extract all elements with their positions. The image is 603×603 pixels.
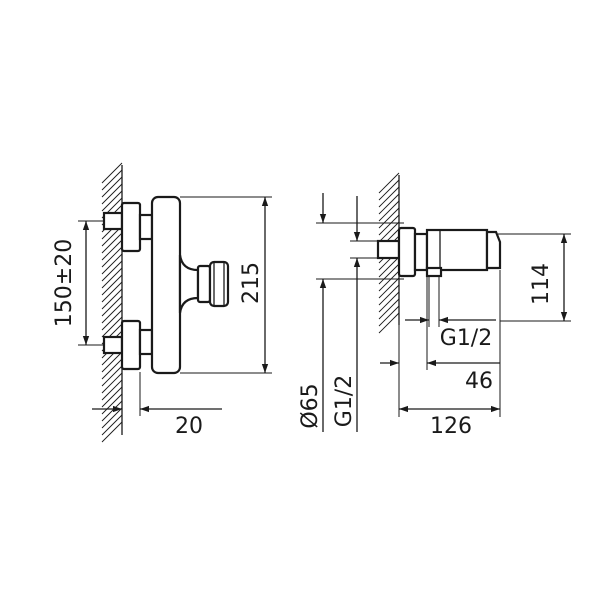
dimension-46: 46 [380, 270, 501, 417]
diameter-label: Ø65 [298, 383, 323, 428]
height-label: 215 [239, 262, 264, 304]
hatch-line [101, 400, 123, 422]
hatch-line [101, 386, 123, 408]
hatch-line [378, 193, 400, 215]
hatch-line [101, 253, 123, 275]
hatch-line [101, 190, 123, 212]
side-body [425, 228, 502, 278]
hatch-line [101, 295, 123, 317]
hatch-line [101, 414, 123, 436]
hatch-line [101, 267, 123, 289]
hatch-line [101, 246, 123, 268]
dimension-spacing: 150±20 [52, 220, 104, 346]
outlet-label: G1/2 [440, 326, 492, 351]
thread-left-label: G1/2 [332, 375, 357, 427]
hatch-line [101, 372, 123, 394]
hatch-line [101, 162, 123, 184]
hatch-line [378, 305, 400, 327]
hatch-line [101, 351, 123, 373]
hatch-line [378, 256, 400, 278]
hatch-line [378, 298, 400, 320]
hatch-line [101, 421, 123, 443]
mixer-body [150, 195, 230, 375]
hatch-line [378, 263, 400, 285]
side-view: Ø65 G1/2 114 G1/2 [298, 172, 571, 439]
hatch-line [101, 183, 123, 205]
hatch-line [378, 214, 400, 236]
hatch-line [101, 379, 123, 401]
dimension-thread-left: G1/2 [332, 196, 378, 432]
hatch-line [378, 186, 400, 208]
hatch-line [101, 176, 123, 198]
side-connector [376, 226, 429, 278]
hatch-line [378, 284, 400, 306]
hatch-line [378, 221, 400, 243]
hatch-line [101, 281, 123, 303]
dimension-diameter: Ø65 [298, 193, 404, 432]
hatch-line [101, 169, 123, 191]
spacing-label: 150±20 [52, 239, 77, 327]
hatch-line [101, 365, 123, 387]
depth-label: 20 [175, 414, 203, 439]
side-height-label: 114 [529, 263, 554, 305]
hatch-line [378, 277, 400, 299]
hatch-line [378, 207, 400, 229]
hatch-line [101, 302, 123, 324]
dim-46-label: 46 [465, 369, 493, 394]
dimension-outlet: G1/2 [405, 276, 496, 351]
front-view: 150±20 215 20 [52, 162, 272, 443]
dimension-height: 215 [180, 196, 272, 374]
dimension-side-height: 114 [498, 233, 571, 322]
hatch-line [101, 358, 123, 380]
hatch-line [101, 239, 123, 261]
hatch-line [378, 172, 400, 194]
hatch-line [101, 393, 123, 415]
hatch-line [101, 232, 123, 254]
hatch-line [101, 274, 123, 296]
hatch-line [378, 200, 400, 222]
dim-126-label: 126 [430, 414, 472, 439]
wall-hatch-left [101, 162, 123, 443]
hatch-line [101, 316, 123, 338]
hatch-line [101, 309, 123, 331]
dimension-depth: 20 [92, 372, 222, 439]
hatch-line [378, 270, 400, 292]
hatch-line [101, 260, 123, 282]
hatch-line [101, 288, 123, 310]
hatch-line [378, 179, 400, 201]
hatch-line [378, 312, 400, 334]
dimension-126: 126 [399, 405, 500, 439]
hatch-line [378, 291, 400, 313]
